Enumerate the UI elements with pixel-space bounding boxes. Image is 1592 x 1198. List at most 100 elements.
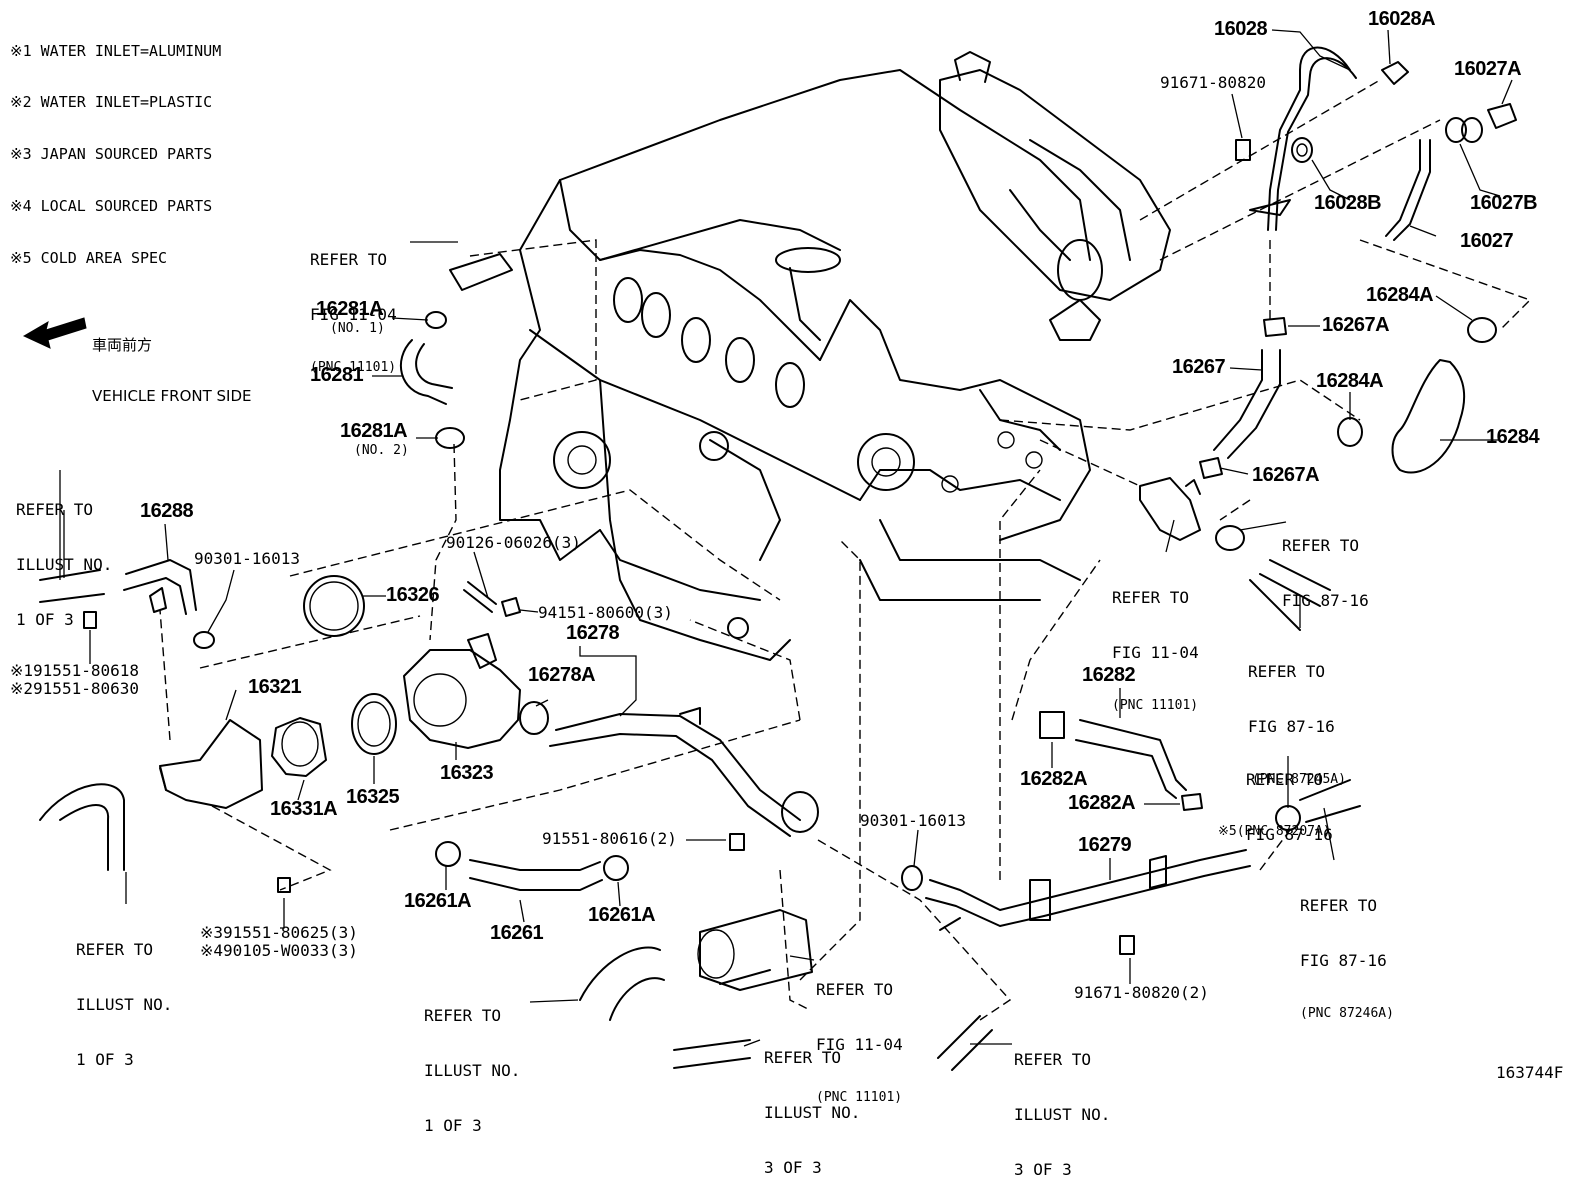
part-16281a-bot-sub: (NO. 2) bbox=[354, 443, 409, 458]
part-90301-right[interactable]: 90301-16013 bbox=[860, 811, 966, 830]
part-16279[interactable]: 16279 bbox=[1078, 834, 1132, 856]
fig-11-04-text[interactable]: FIG 11-04 bbox=[310, 304, 397, 324]
engine-cooling-diagram bbox=[22, 29, 1532, 1071]
part-490105[interactable]: ※490105-W0033(3) bbox=[200, 941, 358, 960]
part-16278a[interactable]: 16278A bbox=[528, 664, 596, 686]
part-16278[interactable]: 16278 bbox=[566, 622, 620, 644]
part-94151[interactable]: 94151-80600(3) bbox=[538, 603, 673, 622]
refer-fig-87-16-a: REFER TO FIG 87-16 bbox=[1282, 500, 1369, 629]
part-16281a-top-sub: (NO. 1) bbox=[330, 321, 385, 336]
part-16028b[interactable]: 16028B bbox=[1314, 192, 1382, 214]
parts bbox=[39, 46, 1517, 1071]
refer-to-text: REFER TO bbox=[1248, 661, 1326, 681]
part-16326[interactable]: 16326 bbox=[386, 584, 440, 606]
note-4: ※4 LOCAL SOURCED PARTS bbox=[10, 196, 213, 215]
one-of-3-text: 1 OF 3 bbox=[16, 610, 74, 630]
refer-to-text: REFER TO bbox=[1300, 895, 1378, 915]
part-16282[interactable]: 16282 bbox=[1082, 664, 1136, 686]
refer-to-text: REFER TO bbox=[424, 1005, 502, 1025]
part-291551[interactable]: ※291551-80630 bbox=[10, 679, 139, 698]
pnc-87246a-text: (PNC 87246A) bbox=[1300, 1006, 1394, 1022]
engine-block bbox=[499, 51, 1171, 661]
part-91671-bottom[interactable]: 91671-80820(2) bbox=[1074, 983, 1209, 1002]
pnc-11101-text: (PNC 11101) bbox=[1112, 698, 1199, 714]
refer-fig-87-16-c: REFER TO FIG 87-16 bbox=[1246, 734, 1333, 863]
part-16284a-mid[interactable]: 16284A bbox=[1316, 370, 1384, 392]
part-16281a-top[interactable]: 16281A bbox=[316, 298, 384, 320]
part-16267a-mid[interactable]: 16267A bbox=[1252, 464, 1320, 486]
part-16027a[interactable]: 16027A bbox=[1454, 58, 1522, 80]
three-of-3-text: 3 OF 3 bbox=[764, 1158, 822, 1178]
illust-no-text[interactable]: ILLUST NO. bbox=[16, 554, 113, 574]
note-5: ※5 COLD AREA SPEC bbox=[10, 248, 168, 267]
part-16323[interactable]: 16323 bbox=[440, 762, 494, 784]
part-16281[interactable]: 16281 bbox=[310, 364, 364, 386]
note-1: ※1 WATER INLET=ALUMINUM bbox=[10, 41, 222, 60]
refer-to-text: REFER TO bbox=[816, 979, 894, 999]
part-16261[interactable]: 16261 bbox=[490, 922, 544, 944]
part-16282a-right[interactable]: 16282A bbox=[1068, 792, 1136, 814]
pnc-11101-text: (PNC 11101) bbox=[310, 360, 397, 376]
part-16267[interactable]: 16267 bbox=[1172, 356, 1226, 378]
note-2: ※2 WATER INLET=PLASTIC bbox=[10, 93, 213, 112]
illust-no-text[interactable]: ILLUST NO. bbox=[424, 1060, 521, 1080]
pnc-87207a-text: ※5(PNC 87207A) bbox=[1218, 823, 1331, 839]
part-16284a-top[interactable]: 16284A bbox=[1366, 284, 1434, 306]
part-191551[interactable]: ※191551-80618 bbox=[10, 661, 139, 680]
part-16281a-bot[interactable]: 16281A bbox=[340, 420, 408, 442]
part-90126[interactable]: 90126-06026(3) bbox=[446, 533, 581, 552]
vehicle-front-jp: 車両前方 bbox=[92, 335, 153, 354]
figure-id: 163744F bbox=[1496, 1063, 1564, 1082]
refer-to-text: REFER TO bbox=[1282, 535, 1360, 555]
refer-to-text: REFER TO bbox=[1014, 1049, 1092, 1069]
fig-87-16-text[interactable]: FIG 87-16 bbox=[1282, 590, 1369, 610]
refer-illust-1of3-bottom-mid: REFER TO ILLUST NO. 1 OF 3 bbox=[424, 970, 520, 1154]
fig-11-04-text[interactable]: FIG 11-04 bbox=[1112, 642, 1199, 662]
part-91551[interactable]: 91551-80616(2) bbox=[542, 829, 677, 848]
refer-illust-3of3-mid: REFER TO ILLUST NO. 3 OF 3 bbox=[764, 1012, 860, 1196]
refer-illust-1of3-top: REFER TO ILLUST NO. 1 OF 3 bbox=[16, 464, 112, 648]
one-of-3-text: 1 OF 3 bbox=[424, 1116, 482, 1136]
illust-no-text[interactable]: ILLUST NO. bbox=[76, 994, 173, 1014]
vehicle-front-arrow-icon bbox=[22, 317, 87, 349]
part-16282a-left[interactable]: 16282A bbox=[1020, 768, 1088, 790]
fig-11-04-text[interactable]: FIG 11-04 bbox=[816, 1034, 903, 1054]
refer-fig-11-04-right: REFER TO FIG 11-04 (PNC 11101) bbox=[1112, 552, 1199, 732]
part-16027b[interactable]: 16027B bbox=[1470, 192, 1538, 214]
part-16261a-left[interactable]: 16261A bbox=[404, 890, 472, 912]
refer-fig-11-04-top: REFER TO FIG 11-04 (PNC 11101) bbox=[310, 214, 397, 394]
refer-to-text: REFER TO bbox=[1246, 769, 1324, 789]
illust-no-text[interactable]: ILLUST NO. bbox=[1014, 1104, 1111, 1124]
refer-illust-3of3-right: REFER TO ILLUST NO. 3 OF 3 bbox=[1014, 1014, 1110, 1198]
refer-to-text: REFER TO bbox=[310, 249, 388, 269]
refer-fig-87-16-d: REFER TO FIG 87-16 (PNC 87246A) bbox=[1300, 860, 1394, 1040]
part-16325[interactable]: 16325 bbox=[346, 786, 400, 808]
part-16028a[interactable]: 16028A bbox=[1368, 8, 1436, 30]
dashed-assembly-lines bbox=[159, 79, 1532, 1021]
fig-87-16-text[interactable]: FIG 87-16 bbox=[1300, 950, 1387, 970]
vehicle-front-en: VEHICLE FRONT SIDE bbox=[92, 387, 252, 406]
vehicle-front-label: 車両前方 VEHICLE FRONT SIDE bbox=[92, 302, 252, 423]
part-16028[interactable]: 16028 bbox=[1214, 18, 1268, 40]
note-3: ※3 JAPAN SOURCED PARTS bbox=[10, 145, 213, 163]
part-16331a[interactable]: 16331A bbox=[270, 798, 338, 820]
part-90301-left[interactable]: 90301-16013 bbox=[194, 549, 300, 568]
part-16321[interactable]: 16321 bbox=[248, 676, 302, 698]
refer-to-text: REFER TO bbox=[1112, 587, 1190, 607]
part-16027[interactable]: 16027 bbox=[1460, 230, 1514, 252]
refer-to-text: REFER TO bbox=[16, 499, 94, 519]
part-16284[interactable]: 16284 bbox=[1486, 426, 1540, 448]
part-391551[interactable]: ※391551-80625(3) bbox=[200, 923, 358, 942]
part-91671-top[interactable]: 91671-80820 bbox=[1160, 73, 1266, 92]
refer-fig-87-16-b: REFER TO FIG 87-16 (PNC 87245A) ※5(PNC 8… bbox=[1218, 626, 1346, 858]
fig-87-16-text[interactable]: FIG 87-16 bbox=[1248, 716, 1335, 736]
illust-no-text[interactable]: ILLUST NO. bbox=[764, 1102, 861, 1122]
part-16267a-top[interactable]: 16267A bbox=[1322, 314, 1390, 336]
part-16288[interactable]: 16288 bbox=[140, 500, 194, 522]
refer-to-text: REFER TO bbox=[76, 939, 154, 959]
fig-87-16-text[interactable]: FIG 87-16 bbox=[1246, 824, 1333, 844]
leader-lines bbox=[59, 29, 1513, 1047]
refer-illust-1of3-bottom-left: REFER TO ILLUST NO. 1 OF 3 bbox=[76, 904, 172, 1088]
part-16261a-right[interactable]: 16261A bbox=[588, 904, 656, 926]
one-of-3-text: 1 OF 3 bbox=[76, 1050, 134, 1070]
